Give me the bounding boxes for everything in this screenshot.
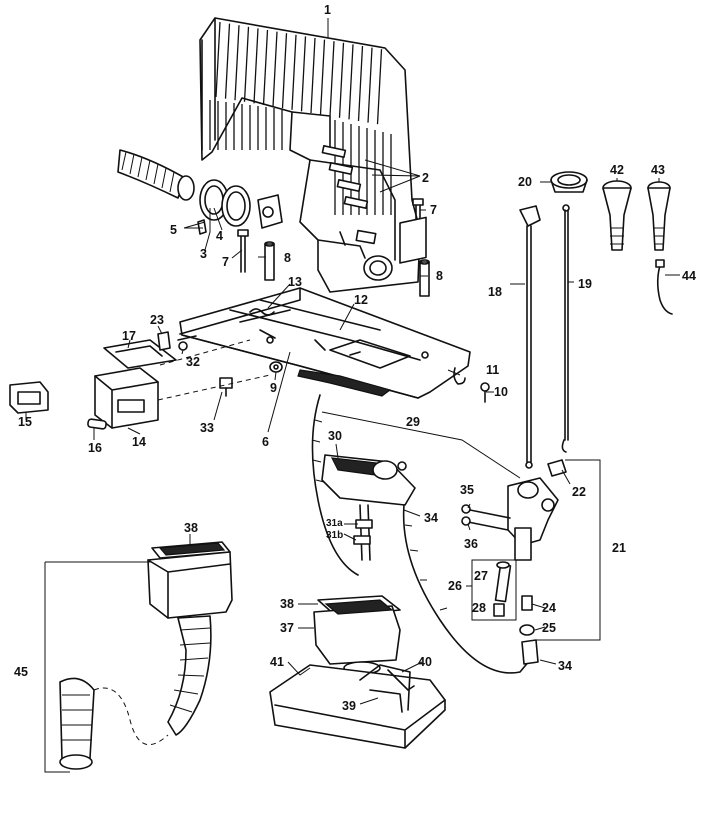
flue-pipe-and-seals (117, 149, 283, 235)
callout-35: 35 (460, 483, 474, 497)
callout-37: 37 (280, 621, 294, 635)
callout-34a: 34 (424, 511, 438, 525)
callout-22: 22 (572, 485, 586, 499)
callout-20: 20 (518, 175, 532, 189)
callout-1: 1 (324, 3, 331, 17)
callout-33: 33 (200, 421, 214, 435)
callout-6: 6 (262, 435, 269, 449)
heat-exchanger (199, 17, 421, 293)
callout-43: 43 (651, 163, 665, 177)
callout-8b: 8 (436, 269, 443, 283)
burner-pilot-assembly (311, 394, 531, 674)
callout-21: 21 (612, 541, 626, 555)
callout-17: 17 (122, 329, 136, 343)
callout-11: 11 (486, 363, 499, 377)
callout-12: 12 (354, 293, 368, 307)
callout-16: 16 (88, 441, 102, 455)
control-rods-and-knobs (519, 171, 673, 469)
callout-14: 14 (132, 435, 146, 449)
callout-18: 18 (488, 285, 502, 299)
control-panel-parts (9, 331, 271, 430)
callout-7a: 7 (222, 255, 229, 269)
base-plate (179, 216, 471, 399)
callout-28: 28 (472, 601, 486, 615)
callout-29: 29 (406, 415, 420, 429)
lower-combustion-box (269, 595, 446, 749)
callout-36: 36 (464, 537, 478, 551)
callout-3: 3 (200, 247, 207, 261)
callout-leaders (25, 18, 680, 705)
callout-10: 10 (494, 385, 508, 399)
bolts-and-spacers (237, 198, 430, 297)
callout-15: 15 (18, 415, 32, 429)
callout-7b: 7 (430, 203, 437, 217)
callout-38b: 38 (280, 597, 294, 611)
callout-24: 24 (542, 601, 556, 615)
callout-30: 30 (328, 429, 342, 443)
flue-duct-assembly (44, 541, 233, 773)
callout-25: 25 (542, 621, 556, 635)
callout-38a: 38 (184, 521, 198, 535)
callout-23: 23 (150, 313, 164, 327)
callout-31a: 31a (326, 518, 343, 529)
callout-41: 41 (270, 655, 284, 669)
callout-39: 39 (342, 699, 356, 713)
callout-42: 42 (610, 163, 624, 177)
callout-31b: 31b (326, 530, 343, 541)
callout-26: 26 (448, 579, 462, 593)
callout-19: 19 (578, 277, 592, 291)
callout-40: 40 (418, 655, 432, 669)
callout-8a: 8 (284, 251, 291, 265)
callout-27: 27 (474, 569, 488, 583)
gas-valve-assembly (461, 459, 601, 665)
callout-9: 9 (270, 381, 277, 395)
callout-32: 32 (186, 355, 200, 369)
callout-5: 5 (170, 223, 177, 237)
callout-labels: 1 2 3 4 5 6 7 7 8 8 9 10 11 12 13 14 15 … (14, 3, 696, 713)
callout-44: 44 (682, 269, 696, 283)
callout-2: 2 (422, 171, 429, 185)
callout-4: 4 (216, 229, 223, 243)
callout-45: 45 (14, 665, 28, 679)
callout-34b: 34 (558, 659, 572, 673)
small-hardware (249, 308, 490, 403)
callout-13: 13 (288, 275, 302, 289)
